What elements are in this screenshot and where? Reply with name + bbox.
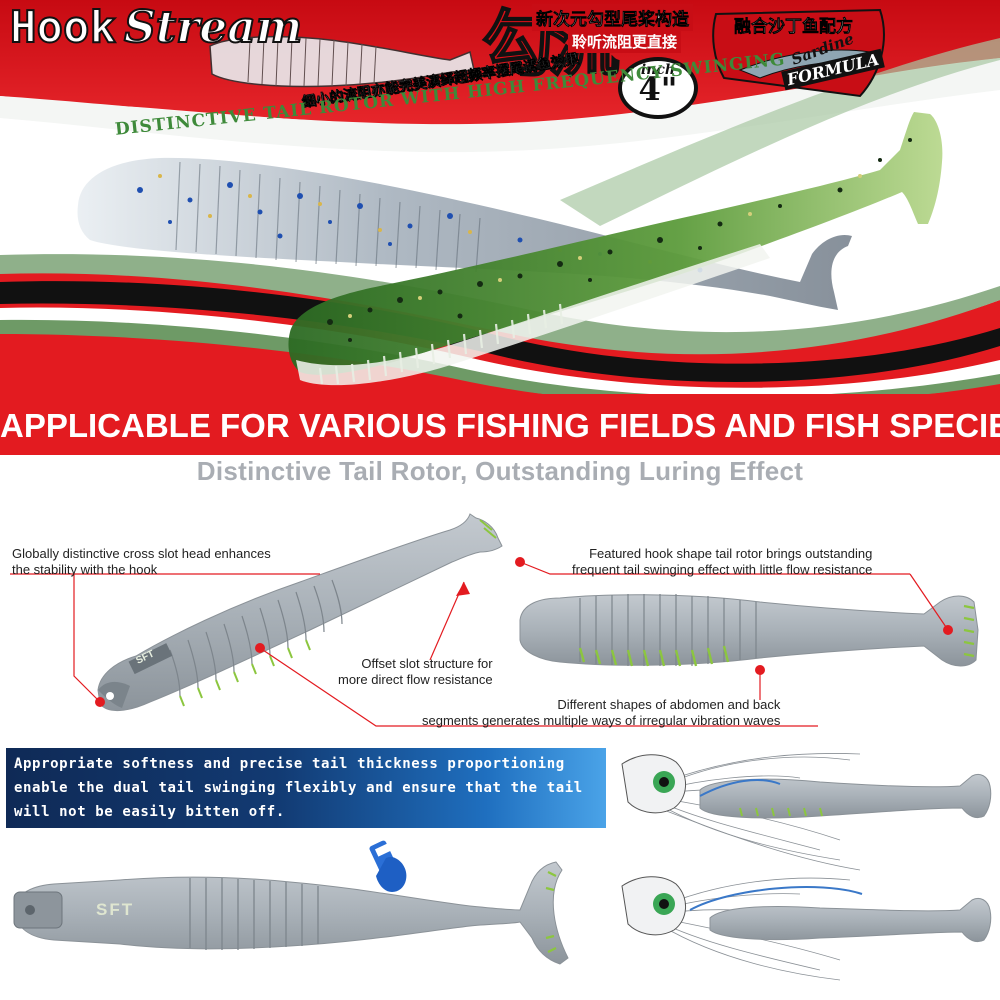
- hero-background: [0, 0, 1000, 407]
- side-lure-diagram: [13, 861, 569, 965]
- brand-word-stream: Stream: [123, 1, 303, 54]
- pointing-hand-icon: [369, 840, 407, 892]
- info-line-3: will not be easily bitten off.: [14, 804, 285, 820]
- sardine-formula-badge: 融合沙丁鱼配方 Sardine FORMULA: [716, 6, 885, 96]
- callout-segments-line-1: Different shapes of abdomen and back: [557, 697, 781, 712]
- formula-chinese: 融合沙丁鱼配方: [734, 17, 854, 38]
- green-lure-illustration: [288, 112, 943, 386]
- brand-word-hook: Hook: [9, 1, 117, 54]
- callout-offset: Offset slot structure for more direct fl…: [338, 656, 493, 688]
- callout-tail-line-2: frequent tail swinging effect with littl…: [572, 562, 873, 577]
- callout-offset-line-2: more direct flow resistance: [338, 672, 493, 687]
- application-banner-text: APPLICABLE FOR VARIOUS FISHING FIELDS AN…: [0, 407, 1000, 444]
- callout-head: Globally distinctive cross slot head enh…: [12, 546, 271, 578]
- header-lure-sketch: [209, 35, 475, 88]
- chinese-slogan-2: 聆听流阻更直接: [568, 30, 682, 53]
- callout-head-line-2: the stability with the hook: [12, 562, 158, 577]
- size-badge: inch 4": [618, 57, 698, 119]
- jig-rig-diagram-2: [621, 876, 992, 981]
- callout-offset-line-1: Offset slot structure for: [361, 656, 493, 671]
- callout-tail: Featured hook shape tail rotor brings ou…: [572, 546, 872, 578]
- size-value: 4": [638, 70, 678, 108]
- callout-head-line-1: Globally distinctive cross slot head enh…: [12, 546, 271, 561]
- features-diagram: [10, 513, 992, 981]
- application-banner: APPLICABLE FOR VARIOUS FISHING FIELDS AN…: [0, 394, 1000, 455]
- callout-segments-line-2: segments generates multiple ways of irre…: [422, 713, 781, 728]
- info-line-1: Appropriate softness and precise tail th…: [14, 756, 565, 772]
- softness-info-box: Appropriate softness and precise tail th…: [6, 748, 606, 828]
- callout-segments: Different shapes of abdomen and back seg…: [422, 697, 780, 729]
- size-unit: inch: [640, 62, 676, 78]
- callout-tail-line-1: Featured hook shape tail rotor brings ou…: [589, 546, 873, 561]
- horizontal-lure-diagram: [519, 594, 979, 667]
- body-logo-2: SFT: [96, 900, 135, 919]
- chinese-slogan-1: 新次元勾型尾桨构造: [532, 4, 693, 31]
- diagonal-lure-diagram: [97, 513, 503, 711]
- info-line-2: enable the dual tail swinging flexibly a…: [14, 780, 583, 796]
- features-title: Distinctive Tail Rotor, Outstanding Luri…: [196, 456, 804, 486]
- jig-rig-diagram-1: [621, 753, 992, 871]
